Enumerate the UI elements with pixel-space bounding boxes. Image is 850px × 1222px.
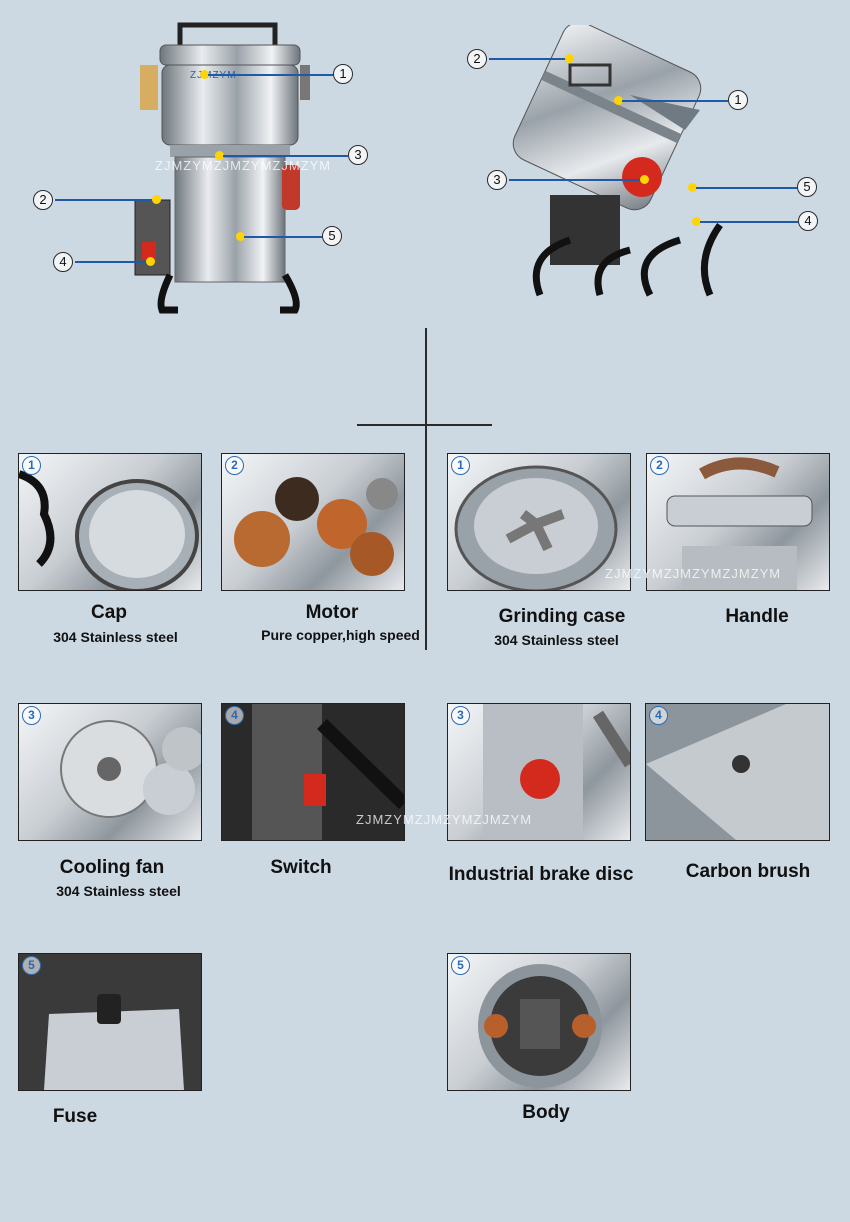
callout-r-5: 5 bbox=[797, 177, 817, 197]
badge: 5 bbox=[22, 956, 41, 975]
component-photo-fuse: 5 bbox=[18, 953, 202, 1091]
badge: 4 bbox=[225, 706, 244, 725]
component-photo-brake-disc: 3 bbox=[447, 703, 631, 841]
callout-r-1: 1 bbox=[728, 90, 748, 110]
badge: 4 bbox=[649, 706, 668, 725]
badge: 5 bbox=[451, 956, 470, 975]
leader-line-3 bbox=[223, 155, 348, 157]
leader-r-5 bbox=[696, 187, 797, 189]
marker-r-3 bbox=[640, 175, 649, 184]
component-photo-handle: 2 bbox=[646, 453, 830, 591]
badge: 3 bbox=[451, 706, 470, 725]
callout-5: 5 bbox=[322, 226, 342, 246]
component-subtitle-cap: 304 Stainless steel bbox=[53, 629, 178, 645]
component-photo-grinding-case: 1 bbox=[447, 453, 631, 591]
component-subtitle-cooling-fan: 304 Stainless steel bbox=[56, 883, 181, 899]
leader-r-4 bbox=[700, 221, 798, 223]
badge: 3 bbox=[22, 706, 41, 725]
component-photo-motor: 2 bbox=[221, 453, 405, 591]
divider-horizontal bbox=[357, 424, 492, 426]
marker-2 bbox=[152, 195, 161, 204]
callout-r-4: 4 bbox=[798, 211, 818, 231]
badge: 1 bbox=[22, 456, 41, 475]
marker-r-1 bbox=[614, 96, 623, 105]
divider-vertical bbox=[425, 328, 427, 650]
component-title-cap: Cap bbox=[91, 602, 127, 623]
watermark-top: ZJMZYMZJMZYMZJMZYM bbox=[155, 158, 332, 173]
marker-3 bbox=[215, 151, 224, 160]
watermark-row2: ZJMZYMZJMZYMZJMZYM bbox=[356, 812, 533, 827]
leader-line-2 bbox=[55, 199, 153, 201]
badge: 2 bbox=[650, 456, 669, 475]
marker-r-4 bbox=[692, 217, 701, 226]
badge: 1 bbox=[451, 456, 470, 475]
marker-5 bbox=[236, 232, 245, 241]
component-title-handle: Handle bbox=[725, 606, 789, 627]
marker-r-5 bbox=[688, 183, 697, 192]
component-title-body: Body bbox=[522, 1102, 570, 1123]
component-title-grinding-case: Grinding case bbox=[498, 606, 626, 627]
leader-r-3 bbox=[509, 179, 642, 181]
badge: 2 bbox=[225, 456, 244, 475]
marker-4 bbox=[146, 257, 155, 266]
component-title-carbon-brush: Carbon brush bbox=[685, 861, 811, 882]
callout-r-2: 2 bbox=[467, 49, 487, 69]
watermark-row1: ZJMZYMZJMZYMZJMZYM bbox=[605, 566, 782, 581]
marker-1 bbox=[200, 70, 209, 79]
leader-r-2 bbox=[489, 58, 567, 60]
callout-2: 2 bbox=[33, 190, 53, 210]
component-subtitle-grinding-case: 304 Stainless steel bbox=[494, 632, 619, 648]
leader-line-5 bbox=[244, 236, 322, 238]
component-title-motor: Motor bbox=[305, 602, 359, 623]
component-title-fuse: Fuse bbox=[52, 1106, 98, 1127]
leader-line-1 bbox=[208, 74, 333, 76]
cap-lid-text: ZJMZYM bbox=[190, 70, 237, 81]
component-photo-body: 5 bbox=[447, 953, 631, 1091]
component-photo-switch: 4 bbox=[221, 703, 405, 841]
component-photo-cap: 1 bbox=[18, 453, 202, 591]
product-side-view bbox=[480, 21, 740, 315]
component-title-cooling-fan: Cooling fan bbox=[59, 857, 165, 878]
leader-r-1 bbox=[622, 100, 728, 102]
callout-3: 3 bbox=[348, 145, 368, 165]
component-subtitle-motor: Pure copper,high speed bbox=[261, 627, 420, 643]
component-photo-cooling-fan: 3 bbox=[18, 703, 202, 841]
component-title-switch: Switch bbox=[270, 857, 332, 878]
callout-1: 1 bbox=[333, 64, 353, 84]
callout-4: 4 bbox=[53, 252, 73, 272]
marker-r-2 bbox=[565, 54, 574, 63]
component-photo-carbon-brush: 4 bbox=[645, 703, 830, 841]
product-front-view: ZJMZYM bbox=[110, 20, 340, 320]
leader-line-4 bbox=[75, 261, 147, 263]
component-title-brake-disc: Industrial brake disc bbox=[448, 864, 634, 885]
callout-r-3: 3 bbox=[487, 170, 507, 190]
